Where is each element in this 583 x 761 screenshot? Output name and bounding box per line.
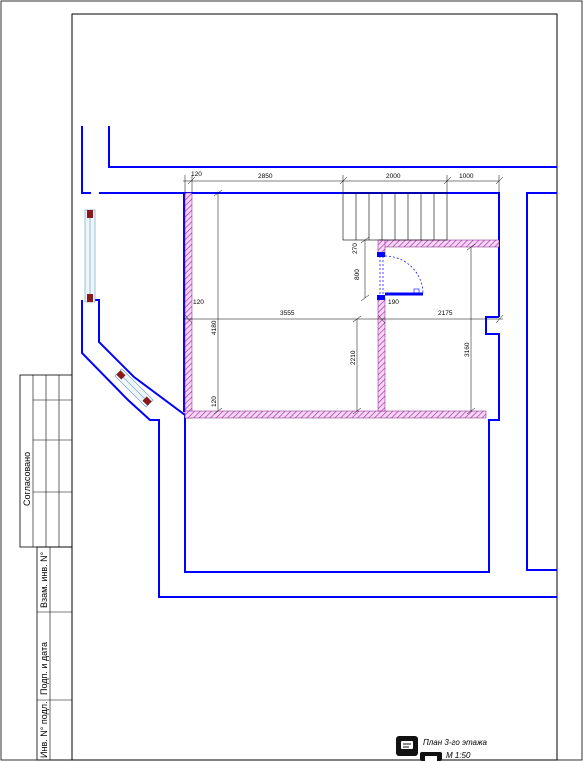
dim-120-bottom: 120: [211, 396, 218, 407]
plan-title: План 3-го этажа: [423, 738, 487, 747]
drawing-frame: [71, 13, 558, 761]
dim-120-top: 120: [191, 171, 202, 178]
window-left: [84, 209, 96, 303]
original-inv-label: Инв. N° подл.: [39, 701, 49, 758]
dim-2210: 2210: [350, 350, 357, 365]
staircase: [342, 192, 448, 241]
partition-walls: [184, 192, 500, 419]
dim-2000: 2000: [386, 173, 401, 180]
window-diagonal: [114, 368, 154, 408]
replacement-inv-label: Взам. инв. N°: [39, 551, 49, 608]
approved-label: Согласовано: [22, 452, 32, 506]
building-walls: [81, 126, 557, 598]
signature-date-label: Подп. и дата: [39, 642, 49, 695]
dim-1000: 1000: [459, 173, 474, 180]
plan-scale: М 1:50: [446, 751, 471, 760]
dim-800: 800: [354, 269, 361, 280]
dim-4180: 4180: [211, 320, 218, 335]
door: [377, 252, 424, 300]
dim-3160: 3160: [464, 342, 471, 357]
dim-270: 270: [352, 243, 359, 254]
dim-3555: 3555: [280, 310, 295, 317]
dim-2850: 2850: [258, 173, 273, 180]
comment-icon[interactable]: [420, 752, 442, 761]
comment-icon[interactable]: [396, 736, 418, 756]
signature-stamp-table: [36, 546, 73, 761]
dim-2175: 2175: [438, 310, 453, 317]
dim-190: 190: [388, 299, 399, 306]
dimension-lines: [183, 175, 504, 415]
dim-120-left: 120: [193, 299, 204, 306]
